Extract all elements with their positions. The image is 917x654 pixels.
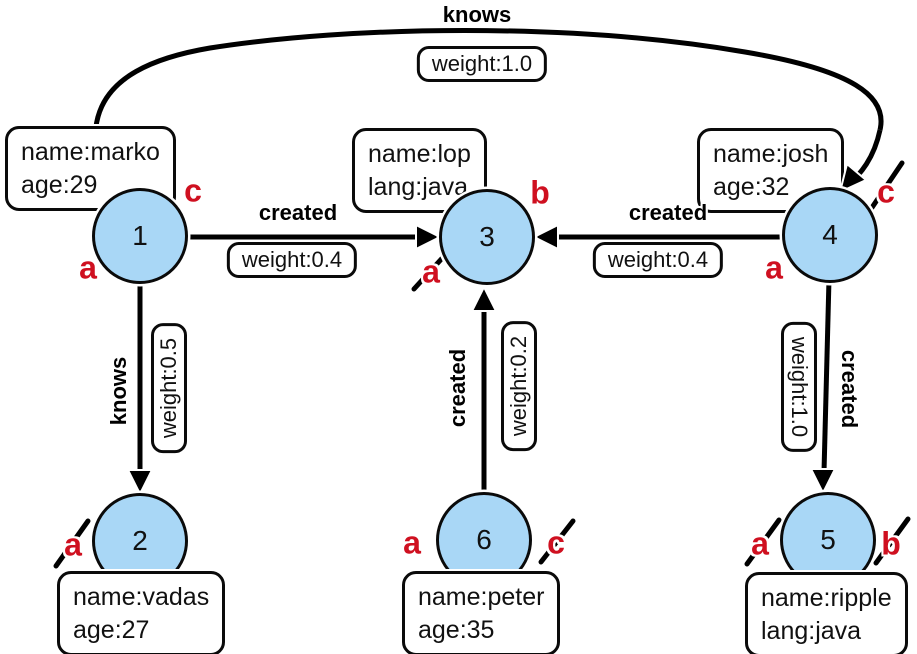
step-marker-a-node6: a [403, 524, 421, 561]
property-box-lop: name:lop lang:java [352, 128, 487, 213]
step-marker-c-node6: c [547, 524, 565, 561]
weight-box-1-3: weight:0.4 [226, 242, 358, 278]
property-line: age:29 [21, 170, 98, 199]
step-marker-a-node4: a [765, 249, 783, 286]
property-line: lang:java [761, 616, 862, 645]
property-line: age:35 [418, 615, 495, 644]
property-line: name:peter [418, 583, 545, 611]
weight-box-4-3: weight:0.4 [592, 242, 724, 278]
edge-label-knows-1-4: knows [442, 2, 512, 27]
property-line: age:32 [713, 172, 790, 201]
edge-label-knows-1-2: knows [106, 356, 131, 426]
vertex-4: 4 [782, 187, 878, 283]
vertex-id: 5 [820, 524, 836, 555]
arrowhead-1-2 [126, 469, 154, 497]
slash-node4-c [868, 160, 905, 212]
vertex-id: 4 [822, 219, 838, 250]
arrowhead-4-3 [531, 223, 559, 251]
property-box-vadas: name:vadas age:27 [57, 571, 226, 654]
step-marker-a-node3: a [422, 253, 440, 290]
property-line: name:vadas [73, 583, 210, 611]
slash-node3-a [411, 251, 449, 292]
vertex-3: 3 [439, 189, 535, 285]
slash-node2-a [53, 518, 91, 569]
weight-box-6-3: weight:0.2 [501, 320, 537, 452]
vertex-id: 1 [132, 220, 148, 251]
step-marker-a-node5: a [751, 525, 769, 562]
property-box-peter: name:peter age:35 [402, 571, 561, 654]
step-marker-c-node4: c [877, 173, 895, 210]
weight-box-1-2: weight:0.5 [151, 322, 187, 454]
arrowhead-1-4 [838, 162, 868, 194]
property-line: name:lop [368, 140, 471, 168]
arrowhead-1-3 [415, 223, 443, 251]
edge-label-created-6-3: created [445, 348, 470, 428]
step-marker-b-node5: b [881, 525, 901, 562]
vertex-id: 6 [476, 524, 492, 555]
step-marker-a-node1: a [79, 249, 97, 286]
vertex-id: 2 [132, 525, 148, 556]
weight-box-1-4: weight:1.0 [416, 46, 548, 82]
step-marker-a-node2: a [64, 526, 82, 563]
step-marker-c-node1: c [184, 172, 202, 209]
slash-node5-b [873, 516, 911, 566]
property-line: name:marko [21, 138, 160, 166]
arrowhead-6-3 [470, 284, 498, 312]
slash-node5-a [744, 517, 782, 567]
edge-1-4-arc [92, 28, 884, 199]
edge-4-5-line [821, 278, 832, 473]
vertex-id: 3 [479, 221, 495, 252]
edge-label-created-4-3: created [628, 200, 708, 225]
arrowhead-4-5 [809, 468, 837, 496]
property-line: age:27 [73, 615, 150, 644]
edge-label-created-4-5: created [837, 349, 862, 429]
edge-label-created-1-3: created [258, 200, 338, 225]
property-line: lang:java [368, 172, 469, 201]
weight-box-4-5: weight:1.0 [781, 321, 817, 453]
property-line: name:josh [713, 140, 829, 168]
slash-node6-c [538, 518, 576, 565]
property-line: name:ripple [761, 584, 892, 612]
vertex-1: 1 [92, 188, 188, 284]
property-box-ripple: name:ripple lang:java [745, 572, 908, 654]
cross-out-slashes [51, 158, 913, 571]
step-marker-b-node3: b [530, 174, 550, 211]
